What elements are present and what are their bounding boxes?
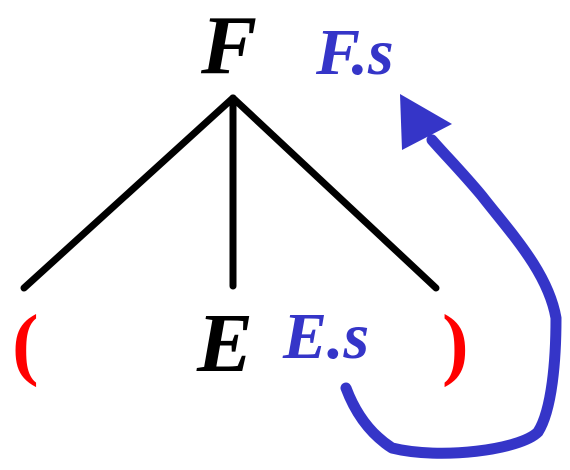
edge-root-to-rparen [229,94,440,292]
root-attribute-fs: F.s [316,16,394,89]
child-node-left-paren: ( [12,300,39,388]
dependency-arrow-es-to-fs [340,134,562,459]
child-node-e: E [197,297,254,390]
root-node-f: F [201,0,258,92]
child-node-right-paren: ) [442,300,469,388]
edge-root-to-lparen [20,94,237,292]
dependency-arrowhead [400,94,452,150]
child-attribute-es: E.s [283,300,370,373]
